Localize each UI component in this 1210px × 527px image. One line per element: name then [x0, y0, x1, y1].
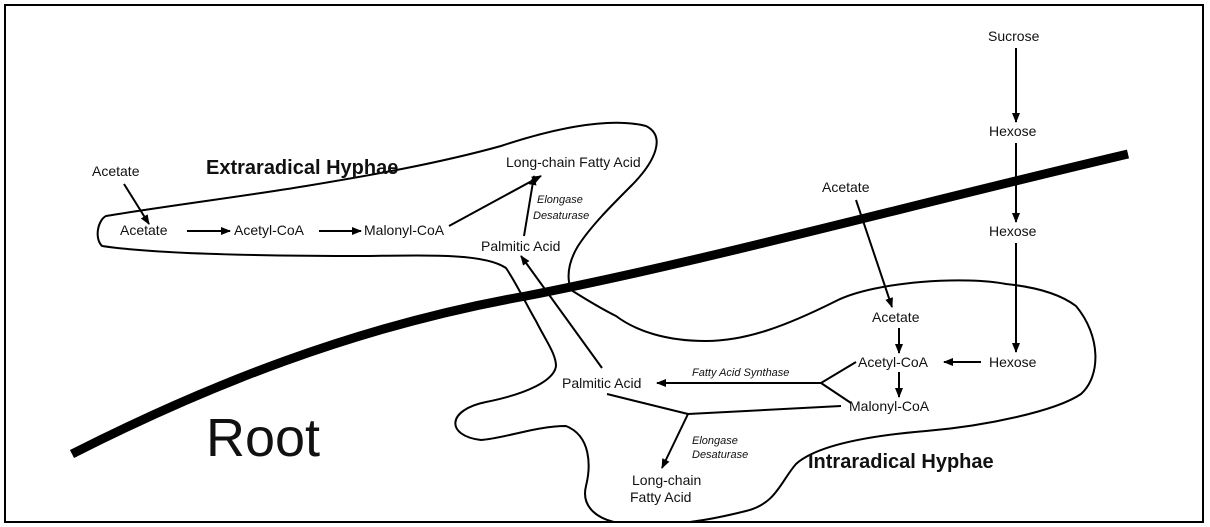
ext-malonyl-coa: Malonyl-CoA — [364, 222, 445, 238]
elong-branch-right — [687, 405, 842, 415]
ext-palmitic-acid: Palmitic Acid — [481, 238, 560, 254]
host-acetate-outside: Acetate — [822, 179, 870, 195]
intra-fatty-acid-synthase: Fatty Acid Synthase — [692, 367, 789, 379]
intra-acetyl-coa: Acetyl-CoA — [858, 354, 929, 370]
fas-branch-bottom — [820, 382, 852, 404]
ext-enzyme-elongase: Elongase — [537, 194, 583, 206]
arrow-intra-palmitic-to-extra — [520, 255, 603, 369]
arrow-acetate-intra — [855, 199, 893, 308]
root-line — [69, 149, 1130, 459]
intra-long-chain-line1: Long-chain — [632, 472, 701, 488]
intra-acetate: Acetate — [872, 309, 920, 325]
elong-branch-left — [606, 393, 689, 415]
ext-acetyl-coa: Acetyl-CoA — [234, 222, 305, 238]
intraradical-title: Intraradical Hyphae — [808, 451, 994, 473]
arrow-elong-longchain — [661, 413, 689, 469]
host-sucrose: Sucrose — [988, 28, 1040, 44]
arrow-palmitic-longchain — [523, 175, 537, 237]
intra-enzyme-elongase: Elongase — [692, 435, 738, 447]
ext-enzyme-desaturase: Desaturase — [533, 210, 589, 222]
host-hexose-1: Hexose — [989, 123, 1037, 139]
arrow-acetate-in — [123, 183, 150, 225]
intra-enzyme-desaturase: Desaturase — [692, 449, 748, 461]
fas-branch-top — [820, 361, 857, 384]
intra-palmitic-acid: Palmitic Acid — [562, 375, 641, 391]
ext-acetate-outside: Acetate — [92, 163, 140, 179]
diagram-frame: Extraradical Hyphae Intraradical Hyphae … — [4, 4, 1204, 523]
extraradical-title: Extraradical Hyphae — [206, 157, 398, 179]
arrow-malonylcoa-longchain — [448, 175, 542, 227]
intra-long-chain-line2: Fatty Acid — [630, 489, 691, 505]
intra-malonyl-coa: Malonyl-CoA — [849, 398, 930, 414]
pathway-diagram: Extraradical Hyphae Intraradical Hyphae … — [69, 28, 1130, 521]
root-label: Root — [206, 408, 320, 468]
host-hexose-2: Hexose — [989, 223, 1037, 239]
ext-acetate: Acetate — [120, 222, 168, 238]
hyphae-outline — [96, 121, 1097, 521]
intra-hexose: Hexose — [989, 354, 1037, 370]
ext-long-chain-fatty-acid: Long-chain Fatty Acid — [506, 154, 641, 170]
